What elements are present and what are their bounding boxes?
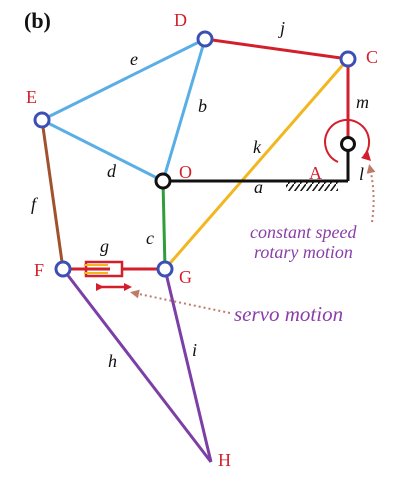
joint-crank[interactable]: [340, 136, 356, 152]
annotation-constant-speed: constant speed: [250, 222, 357, 242]
constant-speed-pointer: [366, 164, 376, 223]
link-h: [61, 268, 213, 463]
joint-label-A: A: [309, 163, 322, 183]
joint-C[interactable]: [339, 50, 357, 68]
ground-hatching: [286, 182, 338, 191]
link-label-g: g: [100, 236, 109, 256]
link-i: [163, 268, 213, 463]
joint-G[interactable]: [156, 260, 174, 278]
link-label-e: e: [130, 49, 138, 69]
link-label-j: j: [278, 18, 285, 38]
link-e: [41, 37, 206, 122]
link-label-d: d: [107, 161, 117, 181]
joint-label-C: C: [366, 47, 378, 67]
servo-slider: [63, 260, 124, 278]
joint-label-F: F: [34, 260, 44, 280]
joint-O[interactable]: [154, 172, 172, 190]
link-label-l: l: [359, 164, 364, 184]
link-d: [41, 118, 164, 183]
link-label-h: h: [108, 351, 117, 371]
link-label-i: i: [192, 340, 197, 360]
joint-label-O: O: [179, 162, 192, 182]
joint-label-G: G: [179, 267, 192, 287]
link-b: [161, 38, 207, 182]
link-label-a: a: [254, 177, 263, 197]
link-label-k: k: [253, 137, 262, 157]
rotary-arrow-head: [361, 151, 371, 161]
joint-label-H: H: [218, 450, 231, 470]
link-j: [204, 37, 349, 61]
joint-D[interactable]: [196, 30, 214, 48]
joint-E[interactable]: [33, 111, 51, 129]
rotary-motion-arc: [324, 118, 371, 163]
link-k: [163, 58, 350, 270]
link-label-c: c: [146, 228, 154, 248]
link-label-f: f: [31, 194, 39, 214]
link-c: [161, 180, 167, 270]
servo-pointer: [130, 289, 231, 314]
annotation-rotary-motion: rotary motion: [254, 242, 353, 262]
joint-label-E: E: [26, 87, 37, 107]
annotation-servo-motion: servo motion: [234, 302, 343, 326]
joint-label-D: D: [174, 10, 187, 30]
joint-F[interactable]: [54, 260, 72, 278]
panel-label: (b): [24, 8, 51, 33]
link-label-m: m: [356, 92, 369, 112]
link-label-b: b: [198, 96, 207, 116]
link-f: [40, 119, 65, 270]
